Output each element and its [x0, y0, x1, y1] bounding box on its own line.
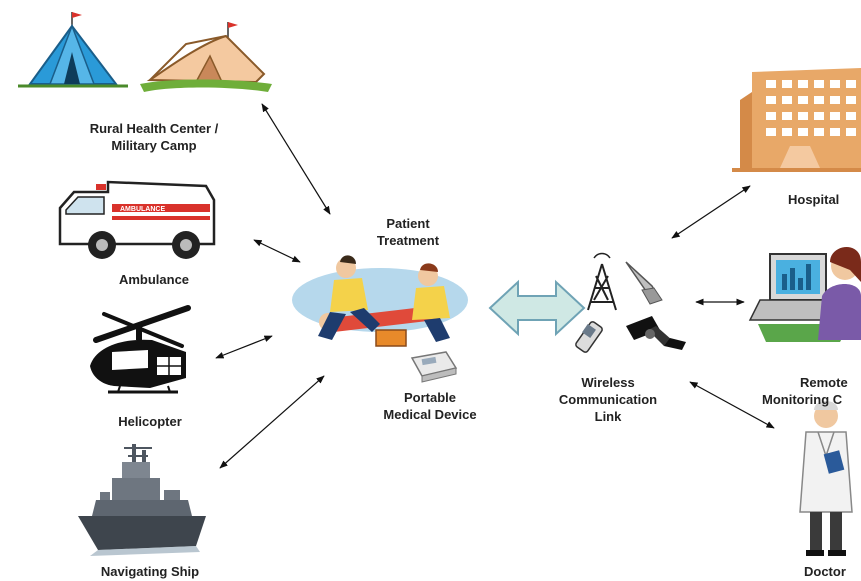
patient-treatment-icon [292, 255, 468, 347]
hospital-label: Hospital [788, 192, 840, 207]
wireless-link-label: Wireless Communication Link [546, 374, 670, 425]
wireless-label-line3: Link [594, 409, 622, 424]
blue-tent-icon [18, 12, 128, 88]
doctor-icon [799, 401, 853, 556]
portable-device-label: Portable Medical Device [360, 389, 500, 423]
device-label-line1: Portable [403, 390, 456, 405]
big-double-arrow [488, 279, 586, 337]
rural-label-line1: Rural Health Center / [89, 121, 219, 136]
arrow-helicopter-patient [215, 335, 273, 359]
ambulance-van-text: AMBULANCE [120, 206, 165, 213]
remote-label-line2: Monitoring C [762, 392, 843, 407]
helicopter-label: Helicopter [118, 414, 182, 429]
rural-health-center-icon [18, 12, 272, 92]
satellite-dish-icon [625, 261, 663, 305]
rural-health-center-label: Rural Health Center / Military Camp [64, 120, 244, 154]
wireless-label-line1: Wireless [581, 375, 635, 390]
ambulance-icon: AMBULANCE [58, 180, 216, 259]
ship-label: Navigating Ship [100, 564, 200, 579]
tan-tent-icon [140, 22, 272, 92]
ship-icon [78, 444, 206, 556]
portable-medical-device-icon [410, 351, 458, 383]
satellite-icon [626, 316, 686, 350]
remote-label-line1: Remote [800, 375, 848, 390]
connector-arrows [215, 103, 775, 469]
wireless-devices-icon [575, 252, 686, 353]
arrow-rural-patient [261, 103, 331, 215]
arrow-wireless-doctor [689, 381, 775, 429]
antenna-tower-icon [587, 252, 617, 311]
patient-treatment-label: Patient Treatment [348, 215, 468, 249]
patient-label-line1: Patient [386, 216, 430, 231]
hospital-icon [732, 68, 861, 172]
remote-monitoring-icon [748, 246, 861, 342]
arrow-ambulance-patient [253, 239, 301, 263]
device-label-line2: Medical Device [383, 407, 477, 422]
arrow-ship-patient [219, 375, 325, 469]
doctor-label: Doctor [804, 564, 846, 579]
patient-label-line2: Treatment [376, 233, 440, 248]
arrow-wireless-hospital [671, 185, 751, 239]
helicopter-icon [90, 305, 191, 394]
remote-monitoring-label: Remote Monitoring C [762, 374, 861, 408]
cell-phone-icon [575, 321, 603, 353]
ambulance-label: Ambulance [118, 272, 190, 287]
rural-label-line2: Military Camp [111, 138, 197, 153]
wireless-label-line2: Communication [558, 392, 658, 407]
